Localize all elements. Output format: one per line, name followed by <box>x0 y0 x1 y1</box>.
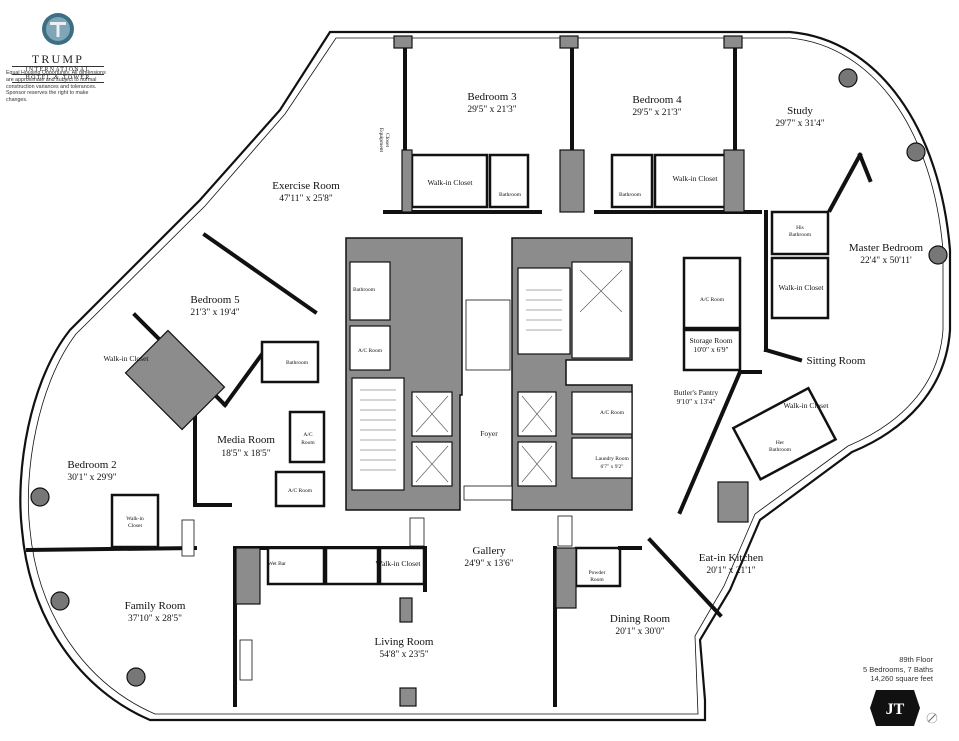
column <box>50 591 70 611</box>
room-name-bedroom4: Bedroom 4 <box>632 94 682 106</box>
room-name-butlers: Butler's Pantry <box>674 388 719 397</box>
room-dims-media: 18'5" x 18'5" <box>221 449 270 459</box>
room-dims-study: 29'7" x 31'4" <box>775 119 824 129</box>
label-walkin-sitting: Walk-in Closet <box>783 401 829 410</box>
column <box>838 68 858 88</box>
disclaimer-text: Equal Housing Opportunity. All dimension… <box>6 70 106 104</box>
column <box>30 487 50 507</box>
stair-lines <box>360 269 623 483</box>
trump-logo-icon <box>42 13 74 45</box>
label-sitting-room: Sitting Room <box>807 355 866 367</box>
label-ac-media-b: Room <box>301 440 315 446</box>
room-dims-family: 37'10" x 28'5" <box>128 614 182 624</box>
room-dims-kitchen: 20'1" x 21'1" <box>706 566 755 576</box>
label-equipment-closet-b: Closet <box>384 133 390 148</box>
room-name-gallery: Gallery <box>473 545 506 557</box>
label-bathroom-b5: Bathroom <box>286 360 309 366</box>
floor-rooms: 5 Bedrooms, 7 Baths <box>862 664 933 674</box>
label-bathroom-b4: Bathroom <box>619 192 642 198</box>
floor-info: 89th Floor 5 Bedrooms, 7 Baths 14,260 sq… <box>863 655 933 684</box>
room-dims-exercise: 47'11" x 25'8" <box>279 194 333 204</box>
brand-logo: TRUMP INTERNATIONAL HOTEL & TOWER <box>4 12 112 83</box>
pen-icon <box>926 712 938 724</box>
building-outline <box>19 30 952 722</box>
label-walkin-b2-a: Walk-in <box>126 516 144 522</box>
column <box>126 667 146 687</box>
label-ac-laundry: A/C Room <box>600 410 625 416</box>
interior-walls <box>25 48 873 707</box>
label-her-bathroom: Bathroom <box>769 447 792 453</box>
brand-sub2: HOTEL & TOWER <box>12 75 104 83</box>
room-name-dining: Dining Room <box>610 613 671 625</box>
label-bathroom-b3: Bathroom <box>499 192 522 198</box>
label-powder-a: Powder <box>589 570 606 576</box>
badge-text: JT <box>886 701 905 718</box>
room-dims-bedroom4: 29'5" x 21'3" <box>632 108 681 118</box>
room-name-exercise: Exercise Room <box>272 180 340 192</box>
label-ac-media-bottom: A/C Room <box>288 488 313 494</box>
label-walkin-master: Walk-in Closet <box>778 283 824 292</box>
room-name-media: Media Room <box>217 434 275 446</box>
room-dims-gallery: 24'9" x 13'6" <box>464 559 513 569</box>
label-ac-east: A/C Room <box>700 297 725 303</box>
room-dims-laundry: 6'7" x 9'2" <box>601 464 624 470</box>
service-blocks <box>124 35 749 707</box>
room-name-bedroom5: Bedroom 5 <box>190 294 240 306</box>
label-equipment-closet-a: Equipment <box>378 128 384 153</box>
label-walkin-living: Walk-in Closet <box>375 559 421 568</box>
floor-number: 89th Floor <box>899 655 933 664</box>
room-name-family: Family Room <box>125 600 186 612</box>
label-ac-media-a: A/C <box>303 432 313 438</box>
column <box>928 245 948 265</box>
label-his: His <box>796 225 804 231</box>
label-her: Her <box>776 440 784 446</box>
room-name-bedroom2: Bedroom 2 <box>67 459 116 471</box>
label-walkin-b3: Walk-in Closet <box>427 178 473 187</box>
room-name-kitchen: Eat-in Kitchen <box>699 552 764 564</box>
room-dims-dining: 20'1" x 30'0" <box>615 627 664 637</box>
label-bathroom-core: Bathroom <box>353 287 376 293</box>
label-his-bathroom: Bathroom <box>789 232 812 238</box>
room-name-laundry: Laundry Room <box>595 456 629 462</box>
label-walkin-b5: Walk-in Closet <box>103 354 149 363</box>
room-name-storage: Storage Room <box>689 336 732 345</box>
room-dims-butlers: 9'10" x 13'4" <box>677 397 716 406</box>
core-rooms <box>349 261 633 491</box>
room-dims-bedroom3: 29'5" x 21'3" <box>467 105 516 115</box>
room-name-living: Living Room <box>375 636 434 648</box>
facade-columns <box>30 68 948 687</box>
room-labels: Bedroom 3 29'5" x 21'3" Bedroom 4 29'5" … <box>67 91 923 660</box>
label-powder-b: Room <box>590 577 604 583</box>
room-dims-master: 22'4" x 50'11' <box>860 256 912 266</box>
column <box>906 142 926 162</box>
room-dims-storage: 10'0" x 6'9" <box>693 345 728 354</box>
label-walkin-b2-b: Closet <box>128 523 143 529</box>
room-dims-bedroom5: 21'3" x 19'4" <box>190 308 239 318</box>
room-name-study: Study <box>787 105 813 117</box>
label-walkin-b4: Walk-in Closet <box>672 174 718 183</box>
room-name-master: Master Bedroom <box>849 242 924 254</box>
brand-sub1: INTERNATIONAL <box>12 66 104 75</box>
room-name-bedroom3: Bedroom 3 <box>467 91 517 103</box>
room-dims-living: 54'8" x 23'5" <box>379 650 428 660</box>
doors <box>181 299 573 681</box>
trump-badge-icon: JT <box>870 690 920 726</box>
room-dims-bedroom2: 30'1" x 29'9" <box>67 473 116 483</box>
floor-area: 14,260 square feet <box>870 674 933 683</box>
label-ac-core: A/C Room <box>358 348 383 354</box>
brand-name: TRUMP <box>31 52 85 66</box>
label-foyer: Foyer <box>480 429 498 438</box>
label-wetbar: Wet Bar <box>268 561 286 567</box>
